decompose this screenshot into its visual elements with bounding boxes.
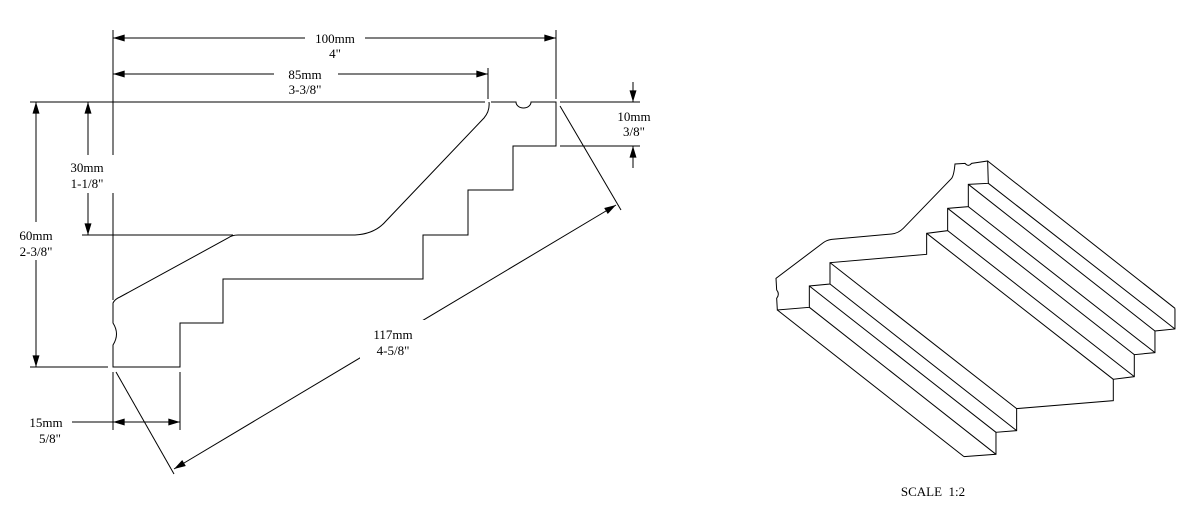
dim-15-imperial: 5/8" bbox=[39, 431, 61, 446]
dim-60-metric: 60mm bbox=[19, 228, 52, 243]
dim-85-imperial: 3-3/8" bbox=[289, 82, 322, 97]
dim-15-metric: 15mm bbox=[29, 415, 62, 430]
dim-117-imperial: 4-5/8" bbox=[377, 343, 410, 358]
iso-back-profile bbox=[964, 308, 1175, 456]
extension-line-diag-right bbox=[559, 105, 622, 211]
dim-100-metric: 100mm bbox=[315, 31, 355, 46]
dim-60-imperial: 2-3/8" bbox=[20, 244, 53, 259]
dim-85-metric: 85mm bbox=[288, 67, 321, 82]
isometric-view bbox=[776, 161, 1175, 457]
scale-label: SCALE 1:2 bbox=[901, 484, 965, 499]
dim-30-imperial: 1-1/8" bbox=[71, 176, 104, 191]
iso-front-face bbox=[776, 161, 988, 310]
dim-117-metric: 117mm bbox=[373, 327, 412, 342]
iso-long-edges bbox=[777, 161, 1175, 457]
dim-30-metric: 30mm bbox=[70, 160, 103, 175]
dim-10-metric: 10mm bbox=[617, 109, 650, 124]
extension-line-diag-left bbox=[115, 371, 175, 475]
dim-100-imperial: 4" bbox=[329, 46, 341, 61]
dim-10-imperial: 3/8" bbox=[623, 124, 645, 139]
profile-section-view: 100mm 4" 85mm 3-3/8" 10mm 3/8" 30mm 1-1/… bbox=[8, 28, 651, 475]
